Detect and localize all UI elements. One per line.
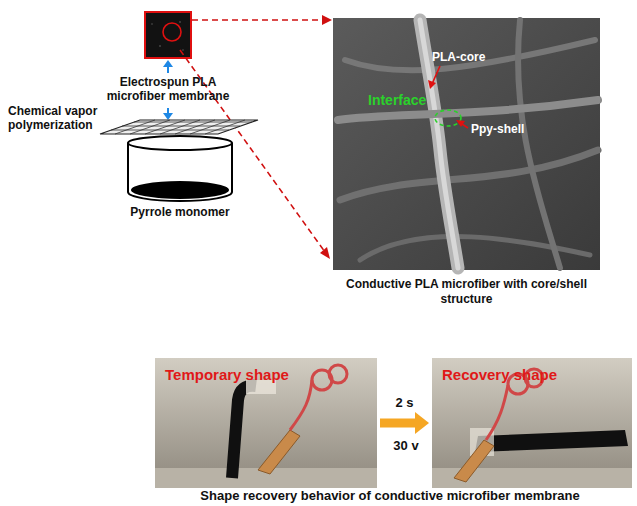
photo-recovery-part — [454, 440, 494, 482]
arrow-head — [415, 412, 429, 434]
membrane-photo-part — [151, 23, 153, 25]
process-arrow — [380, 412, 429, 434]
panel-caption: Conductive PLA microfiber with core/shel… — [335, 277, 598, 306]
process-arrowhead-part — [163, 60, 173, 67]
sem-callout: PLA-core — [432, 50, 512, 64]
zoom-arrowhead-part — [320, 247, 330, 259]
photo-recovery-part — [486, 385, 508, 440]
photo-panel: Temporary shape — [155, 358, 377, 488]
mesh-membrane-part — [100, 120, 258, 134]
zoom-arrowhead-part — [322, 15, 332, 25]
sem-image-part — [338, 20, 598, 268]
membrane-photo-part — [163, 23, 181, 41]
photo-temporary-part — [290, 380, 312, 430]
membrane-photo-part — [182, 49, 184, 51]
membrane-label: Electrospun PLA microfiber membrane — [103, 75, 233, 104]
photo-temporary-part — [232, 386, 256, 478]
sem-callout: Interface — [368, 92, 438, 109]
membrane-photo-part — [179, 21, 181, 23]
monomer-label: Pyrrole monomer — [115, 205, 245, 219]
photo-panel: Recovery shape — [432, 358, 632, 488]
photo-recovery-part — [475, 430, 628, 452]
reaction-vessel — [128, 136, 232, 201]
process-arrowhead-part — [163, 113, 173, 120]
sem-image-part-part — [340, 150, 598, 200]
sem-image-part — [428, 66, 468, 128]
zoom-arrow-part — [192, 19, 324, 21]
figure-caption: Shape recovery behavior of conductive mi… — [120, 488, 637, 504]
photo-temporary-part — [155, 358, 377, 488]
edge-label: 2 s — [379, 395, 431, 411]
arrow-shaft — [380, 419, 416, 428]
photo-temporary — [155, 358, 377, 488]
sem-image-part — [435, 110, 461, 126]
sem-image-part-part — [456, 120, 465, 127]
reaction-vessel-part — [127, 143, 129, 192]
mesh-membrane — [100, 120, 258, 134]
reaction-vessel-part — [128, 136, 232, 150]
photo-title: Temporary shape — [165, 366, 367, 384]
sem-image-part-part — [428, 80, 436, 89]
reaction-vessel-part — [231, 143, 233, 192]
sem-image-part — [333, 18, 600, 270]
process-label: Chemical vapor polymerization — [8, 104, 116, 133]
process-arrow-part — [167, 66, 169, 73]
photo-recovery-part — [432, 358, 632, 488]
photo-title: Recovery shape — [442, 366, 622, 384]
photo-recovery — [432, 358, 632, 488]
sem-image-part-part — [462, 124, 468, 128]
sem-image — [333, 18, 600, 270]
sem-callout: Ppy-shell — [471, 122, 551, 136]
membrane-photo — [145, 12, 191, 58]
condition-label: 30 v — [380, 438, 432, 454]
pyrrole-liquid — [131, 181, 229, 199]
photo-temporary-part — [329, 365, 347, 383]
membrane-photo-part — [145, 12, 191, 58]
photo-temporary-part — [258, 430, 300, 474]
sem-image-part-part — [432, 66, 440, 84]
membrane-photo-part — [159, 45, 161, 47]
sem-image-part-part — [345, 40, 595, 70]
zoom-arrowhead — [320, 15, 332, 259]
sem-image-part-part — [518, 20, 560, 268]
mesh-membrane-part — [111, 122, 252, 130]
